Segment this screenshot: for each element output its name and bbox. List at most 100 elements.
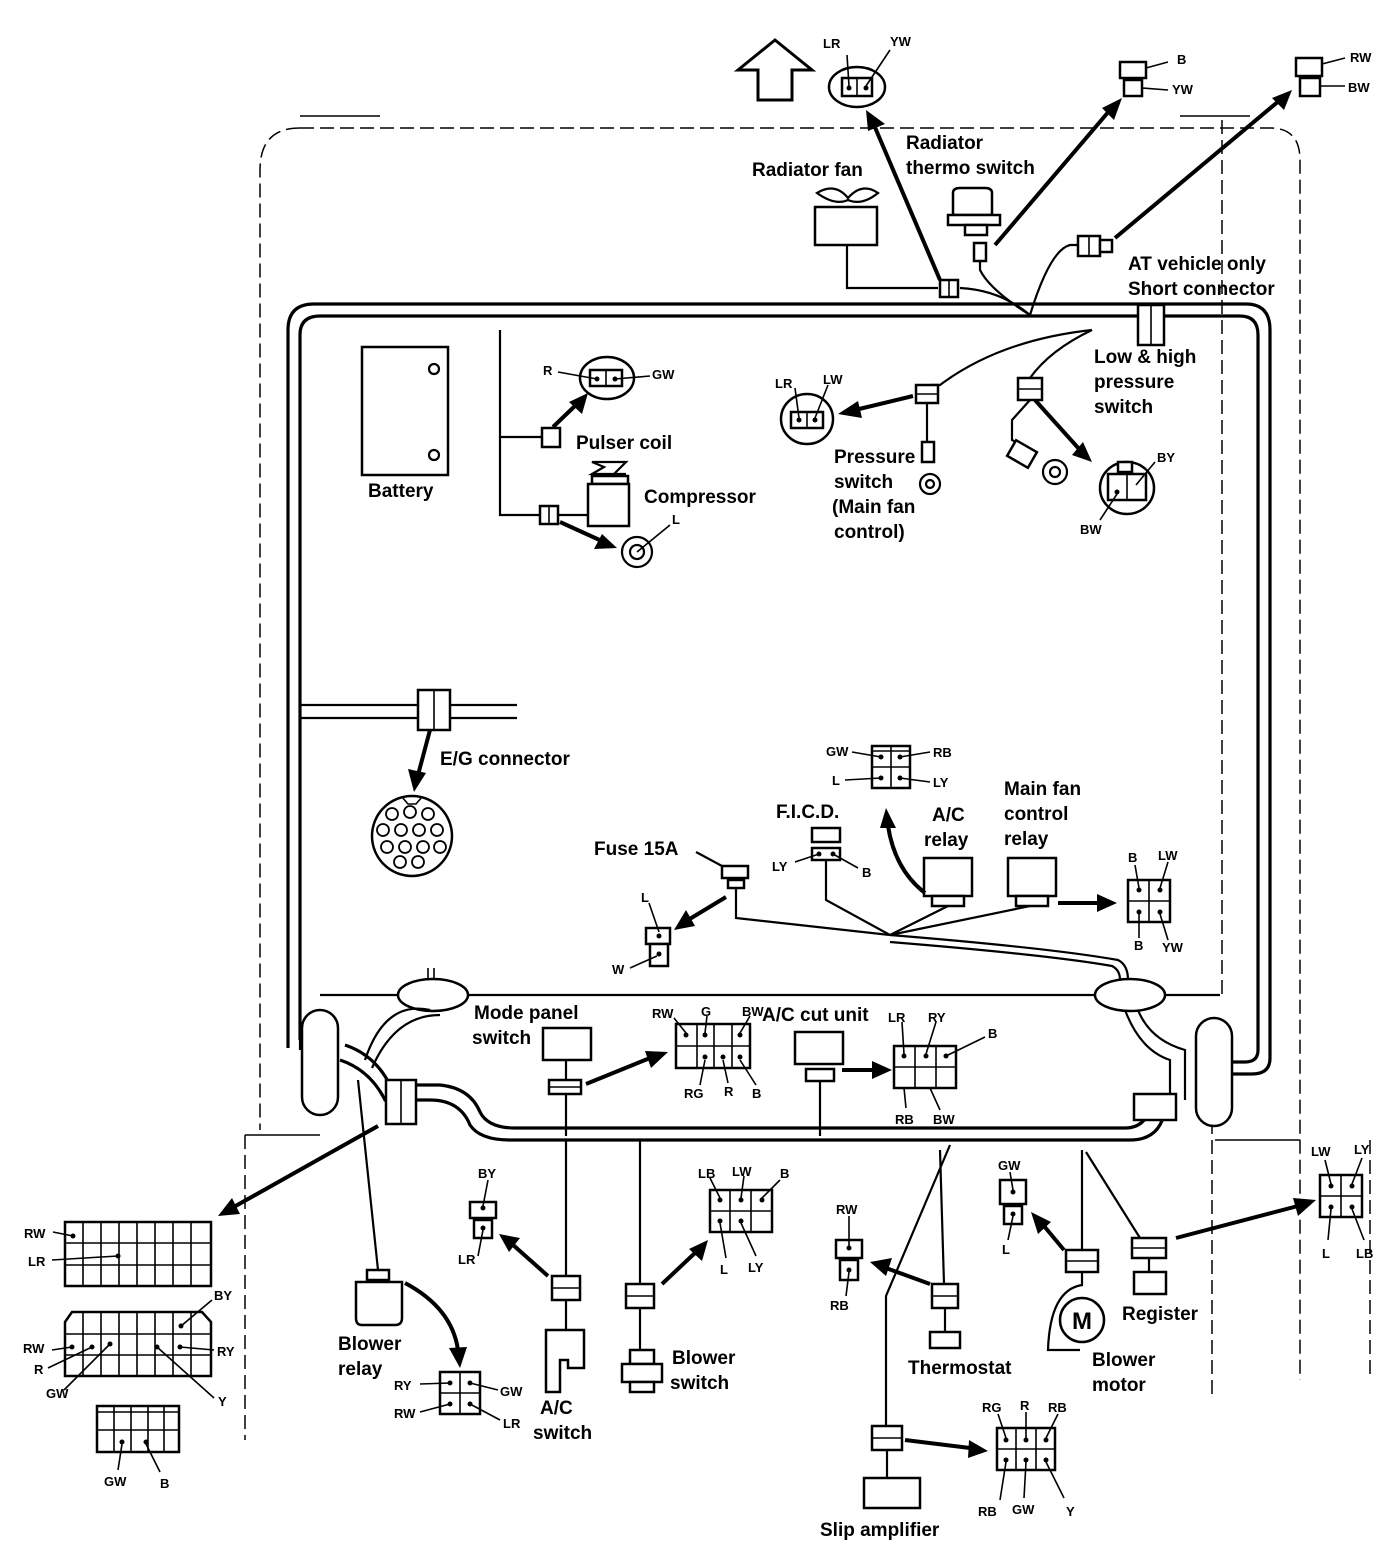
wire-code: L xyxy=(720,1262,728,1277)
fuse-15a: Fuse 15A L W xyxy=(594,839,891,977)
wire-code: Y xyxy=(218,1394,227,1409)
wire-code: R xyxy=(1020,1398,1030,1413)
wire-code: L xyxy=(672,512,680,527)
svg-text:A/C: A/C xyxy=(932,805,965,826)
wire-code: LR xyxy=(28,1254,46,1269)
wire-code: RG xyxy=(982,1400,1002,1415)
mode-panel-connector: RW G BW RG R B xyxy=(652,1004,764,1101)
blower-motor: M Blower motor GW L xyxy=(998,1150,1156,1396)
wire-code: RB xyxy=(1048,1400,1067,1415)
wire-code: BW xyxy=(1080,522,1102,537)
wire-code: R xyxy=(34,1362,44,1377)
top-arrows xyxy=(866,90,1292,281)
svg-text:control: control xyxy=(1004,804,1068,825)
svg-text:switch: switch xyxy=(472,1028,531,1049)
wire-code: LY xyxy=(1354,1142,1370,1157)
wire-code: B xyxy=(752,1086,761,1101)
wire-code: R xyxy=(543,363,553,378)
at-short-connector: AT vehicle only Short connector xyxy=(1076,234,1275,300)
mode-panel-switch: Mode panel switch xyxy=(472,1003,668,1136)
wire-code: GW xyxy=(46,1386,69,1401)
wire-code: LW xyxy=(1311,1144,1331,1159)
svg-text:relay: relay xyxy=(924,830,969,851)
wire-code: LR xyxy=(775,376,793,391)
wire-code: LW xyxy=(732,1164,752,1179)
short-connector-label: Short connector xyxy=(1128,279,1275,300)
wire-code: RW xyxy=(652,1006,674,1021)
wire-code: GW xyxy=(998,1158,1021,1173)
wire-code: GW xyxy=(826,744,849,759)
blower-relay: Blower relay RY GW RW LR xyxy=(338,1079,523,1431)
svg-text:Blower: Blower xyxy=(1092,1350,1156,1371)
wire-code: LR xyxy=(888,1010,906,1025)
pressure-switch-label: Pressure switch (Main fan control) xyxy=(832,447,915,543)
slip-amplifier-label: Slip amplifier xyxy=(820,1520,940,1541)
radiator-thermo-label: Radiator xyxy=(906,133,984,154)
big-connector-3: GW B xyxy=(95,1404,181,1491)
at-vehicle-label: AT vehicle only xyxy=(1128,254,1266,275)
wire-code: LY xyxy=(748,1260,764,1275)
wire-code: B xyxy=(1134,938,1143,953)
wire-code: B xyxy=(780,1166,789,1181)
wire-code: BY xyxy=(214,1288,232,1303)
svg-text:Blower: Blower xyxy=(672,1348,736,1369)
svg-text:(Main fan: (Main fan xyxy=(832,497,915,518)
blower-switch: Blower switch LB LW B L LY xyxy=(620,1140,789,1394)
ac-cut-unit: A/C cut unit xyxy=(762,1005,892,1136)
wire-code: LB xyxy=(698,1166,715,1181)
wire-code: GW xyxy=(652,367,675,382)
svg-text:Pressure: Pressure xyxy=(834,447,915,468)
wire-code: R xyxy=(724,1084,734,1099)
grommet-lower-right xyxy=(1194,1016,1234,1128)
wire-code: BY xyxy=(1157,450,1175,465)
battery: Battery xyxy=(360,345,450,502)
ficd: LY B F.I.C.D. xyxy=(772,802,891,936)
grommet-right xyxy=(1093,977,1167,1013)
wire-code: RW xyxy=(394,1406,416,1421)
svg-text:Low & high: Low & high xyxy=(1094,347,1196,368)
svg-text:Blower: Blower xyxy=(338,1334,402,1355)
svg-text:A/C: A/C xyxy=(540,1398,573,1419)
slip-amplifier: Slip amplifier RG R RB RB GW Y xyxy=(820,1144,1075,1541)
wire-code: RW xyxy=(23,1341,45,1356)
main-fan-control-relay: Main fan control relay xyxy=(1004,779,1117,912)
wire-code: LW xyxy=(823,372,843,387)
wire-code: YW xyxy=(890,34,912,49)
pulser-coil-plug xyxy=(540,426,562,449)
pulser-coil-connector: R GW Pulser coil xyxy=(543,355,675,454)
svg-text:motor: motor xyxy=(1092,1375,1146,1396)
wire-code: B xyxy=(1177,52,1186,67)
compressor: L Compressor xyxy=(559,460,757,569)
wire-code: L xyxy=(1002,1242,1010,1257)
wire-code: BW xyxy=(933,1112,955,1127)
svg-text:control): control) xyxy=(834,522,905,543)
wire-code: L xyxy=(832,773,840,788)
thermostat-label: Thermostat xyxy=(908,1358,1012,1379)
wire-code: BW xyxy=(1348,80,1370,95)
wire-code: GW xyxy=(1012,1502,1035,1517)
big-connector-2: BY RW R RY GW Y xyxy=(23,1288,235,1409)
ac-relay-connector: GW RB L LY xyxy=(826,744,952,790)
ac-cut-connector: LR RY B RB BW xyxy=(888,1010,997,1127)
wire-code: BY xyxy=(478,1166,496,1181)
front-direction-arrow-icon xyxy=(733,38,817,102)
short-connector-pins: RW BW xyxy=(1294,50,1372,98)
wire-code: RB xyxy=(830,1298,849,1313)
wire-code: B xyxy=(862,865,871,880)
wire-code: RY xyxy=(217,1344,235,1359)
register-harness-connector xyxy=(1132,1092,1178,1122)
wire-code: YW xyxy=(1162,940,1184,955)
svg-text:switch: switch xyxy=(1094,397,1153,418)
eg-connector-label: E/G connector xyxy=(440,749,570,770)
wire-code: RB xyxy=(978,1504,997,1519)
wire-code: LR xyxy=(503,1416,521,1431)
wire-code: LB xyxy=(1356,1246,1373,1261)
wire-code: LY xyxy=(933,775,949,790)
motor-symbol: M xyxy=(1072,1308,1092,1335)
wire-code: RY xyxy=(394,1378,412,1393)
eg-connector: E/G connector xyxy=(300,688,570,878)
main-fan-relay-connector: B LW B YW xyxy=(1126,848,1184,955)
wire-code: B xyxy=(1128,850,1137,865)
svg-text:Mode panel: Mode panel xyxy=(474,1003,579,1024)
wire-code: GW xyxy=(500,1384,523,1399)
